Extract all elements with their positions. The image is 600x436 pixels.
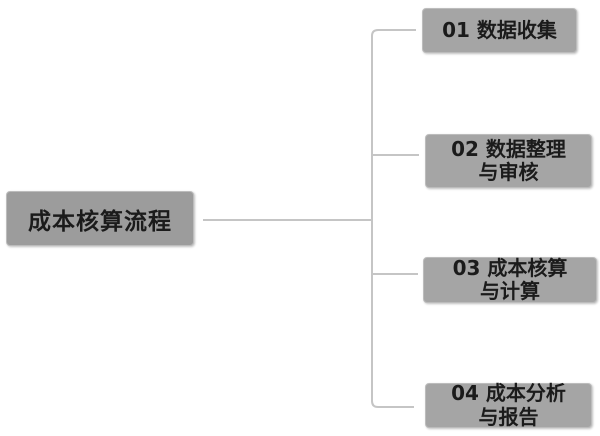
node-step-04: 04 成本分析 与报告 xyxy=(425,381,592,428)
node-step-03: 03 成本核算 与计算 xyxy=(423,256,597,303)
node-step-02: 02 数据整理 与审核 xyxy=(425,134,592,188)
node-root: 成本核算流程 xyxy=(6,191,194,246)
node-step-01: 01 数据收集 xyxy=(422,8,577,53)
connector-trunk xyxy=(371,29,416,408)
